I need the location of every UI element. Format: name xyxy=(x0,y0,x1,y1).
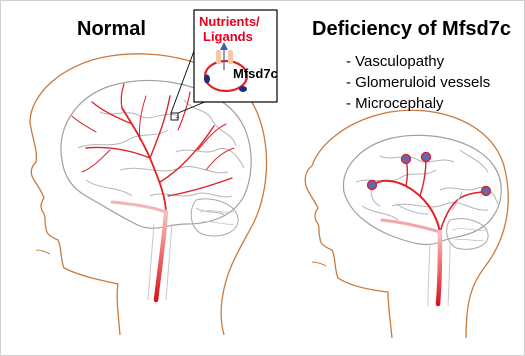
phenotype-item: - Glomeruloid vessels xyxy=(346,75,490,90)
brainstem-vessel-deficient xyxy=(438,232,440,304)
nucleus-right-icon xyxy=(239,86,247,92)
transporter-right-icon xyxy=(228,50,233,64)
inset-label-ligands: Ligands xyxy=(203,29,253,44)
mouth-line-deficient xyxy=(312,262,326,266)
inset-label-nutrients: Nutrients/ xyxy=(199,14,260,29)
glomeruloid-tuft-icon xyxy=(402,155,411,164)
panel-title-deficiency: Deficiency of Mfsd7c xyxy=(312,19,511,39)
phenotype-item: - Microcephaly xyxy=(346,96,444,111)
phenotype-item: - Vasculopathy xyxy=(346,54,444,69)
glomeruloid-tuft-icon xyxy=(482,187,491,196)
mouth-line-normal xyxy=(36,250,50,254)
inset-label-transporter: Mfsd7c xyxy=(233,67,278,80)
deficient-head xyxy=(305,110,508,338)
panel-title-normal: Normal xyxy=(77,19,146,39)
nucleus-left-icon xyxy=(204,75,210,84)
glomeruloid-tuft-icon xyxy=(368,181,377,190)
glomeruloid-tuft-icon xyxy=(422,153,431,162)
transporter-left-icon xyxy=(216,50,221,64)
